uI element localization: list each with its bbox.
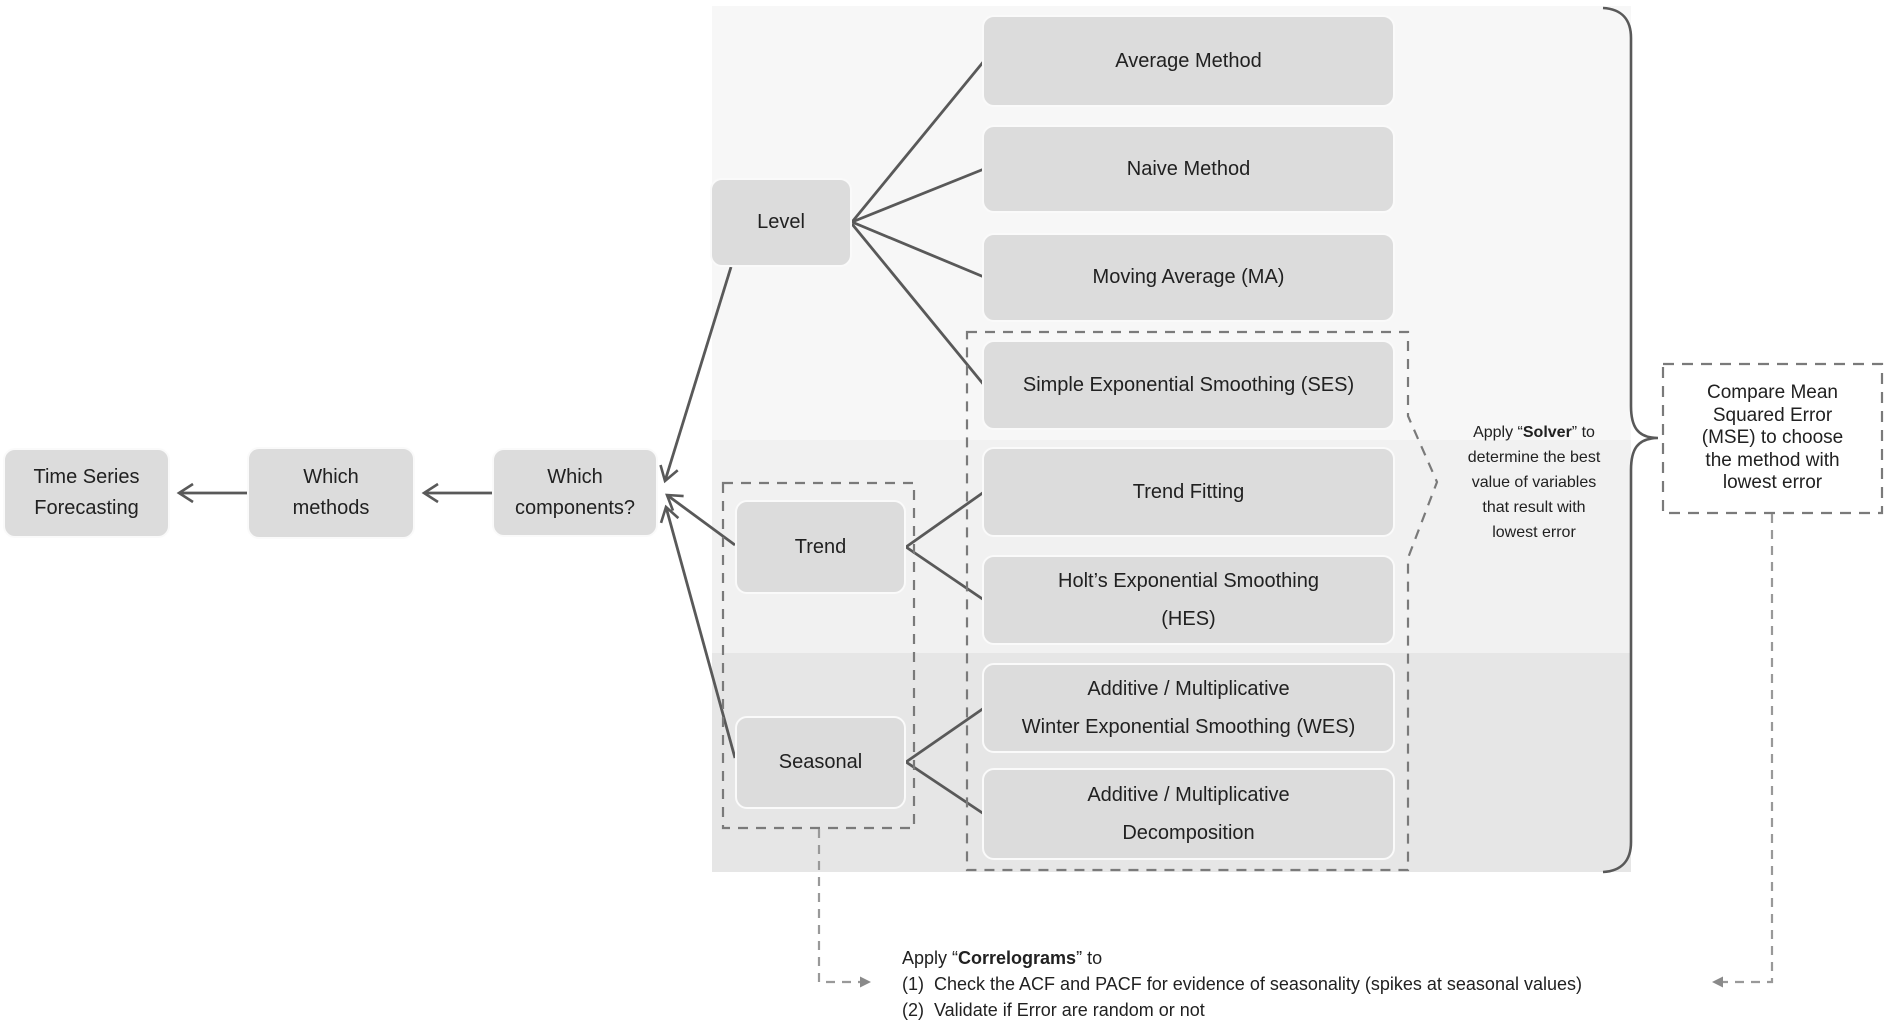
box-label-line: Which (547, 465, 603, 488)
seasonal-to-wes-line (905, 706, 985, 764)
correlogram-note-text: ” to (1076, 948, 1103, 968)
box-label-line: Decomposition (1122, 822, 1255, 844)
solver-note-line: determine the best (1467, 449, 1601, 466)
solver-note-text: ” to (1571, 424, 1595, 441)
average-method-box: Average Method (982, 15, 1395, 107)
box-label-line: Additive / Multiplicative (1087, 678, 1290, 700)
hes-box: Holt’s Exponential Smoothing (HES) (982, 555, 1395, 645)
seasonal-to-correlogram-connector (817, 829, 871, 988)
seasonal-to-decomposition-line (905, 760, 985, 816)
box-label-line: Time Series (33, 466, 140, 488)
level-to-ma-line (851, 220, 985, 279)
box-label-line: Naive Method (1126, 157, 1251, 180)
box-label-line: Winter Exponential Smoothing (WES) (1021, 716, 1356, 738)
apply-correlograms-note: Apply “Correlograms” to (1) Check the AC… (902, 945, 1582, 1023)
solver-note-line: lowest error (1492, 524, 1576, 541)
solver-note-line: that result with (1482, 499, 1586, 516)
methods-curly-brace (1602, 6, 1659, 874)
correlogram-note-text: Apply “ (902, 948, 959, 968)
box-label-line: Moving Average (MA) (1092, 266, 1285, 288)
compare-mse-note: Compare Mean Squared Error (MSE) to choo… (1663, 364, 1882, 513)
trend-to-components-arrow (665, 493, 736, 547)
solver-note-line: Apply “Solver” to (1434, 420, 1634, 445)
correlogram-note-bold: Correlograms (958, 948, 1077, 968)
level-to-components-arrow (659, 266, 733, 484)
trend-fitting-box: Trend Fitting (982, 447, 1395, 537)
box-label-line: Holt’s Exponential Smoothing (1058, 570, 1319, 592)
compare-note-line: (MSE) to choose (1701, 427, 1844, 449)
box-label-line: components? (514, 496, 636, 519)
seasonal-to-components-arrow (659, 504, 737, 759)
wes-box: Additive / Multiplicative Winter Exponen… (982, 663, 1395, 753)
box-label-line: Which (303, 466, 359, 488)
time-series-forecasting-box: Time Series Forecasting (3, 448, 170, 538)
trend-to-trendfitting-line (905, 490, 985, 549)
naive-method-box: Naive Method (982, 125, 1395, 213)
box-label-line: Trend Fitting (1132, 480, 1245, 503)
compare-note-line: lowest error (1722, 472, 1823, 494)
solver-methods-dashed-group (965, 330, 1439, 872)
box-label-line: (HES) (1161, 608, 1216, 630)
level-to-average-line (850, 60, 986, 223)
trend-box: Trend (735, 500, 906, 594)
decomposition-box: Additive / Multiplicative Decomposition (982, 768, 1395, 860)
trend-seasonal-dashed-group (721, 481, 916, 830)
correlogram-note-title: Apply “Correlograms” to (902, 945, 1582, 971)
solver-note-bold: Solver (1522, 424, 1572, 441)
box-label-line: Seasonal (778, 751, 863, 773)
box-label-line: Level (757, 211, 805, 233)
level-to-naive-line (851, 167, 985, 224)
which-components-box: Which components? (492, 448, 658, 537)
which-methods-box: Which methods (247, 447, 415, 539)
compare-note-line: the method with (1705, 449, 1840, 471)
solver-note-text: Apply “ (1473, 424, 1523, 441)
box-label-line: Additive / Multiplicative (1087, 784, 1290, 806)
correlogram-note-item: (1) Check the ACF and PACF for evidence … (902, 974, 1582, 994)
correlogram-note-item: (2) Validate if Error are random or not (902, 1000, 1205, 1020)
ses-box: Simple Exponential Smoothing (SES) (982, 340, 1395, 430)
compare-note-line: Compare Mean (1707, 382, 1838, 404)
compare-mse-dashed-box (1661, 362, 1884, 515)
level-box: Level (710, 178, 852, 267)
moving-average-box: Moving Average (MA) (982, 233, 1395, 322)
compare-to-correlogram-connector (1712, 514, 1774, 988)
apply-solver-note: Apply “Solver” to determine the best val… (1434, 420, 1634, 545)
box-label-line: Simple Exponential Smoothing (SES) (1022, 373, 1355, 396)
solver-note-line: value of variables (1471, 474, 1597, 491)
box-label-line: Average Method (1115, 49, 1262, 72)
box-label-line: methods (292, 497, 370, 519)
compare-note-line: Squared Error (1712, 404, 1833, 426)
trend-to-hes-line (905, 545, 985, 602)
seasonal-box: Seasonal (735, 716, 906, 809)
level-to-ses-line (850, 223, 986, 386)
box-label-line: Forecasting (34, 497, 139, 519)
box-label-line: Trend (794, 535, 847, 558)
